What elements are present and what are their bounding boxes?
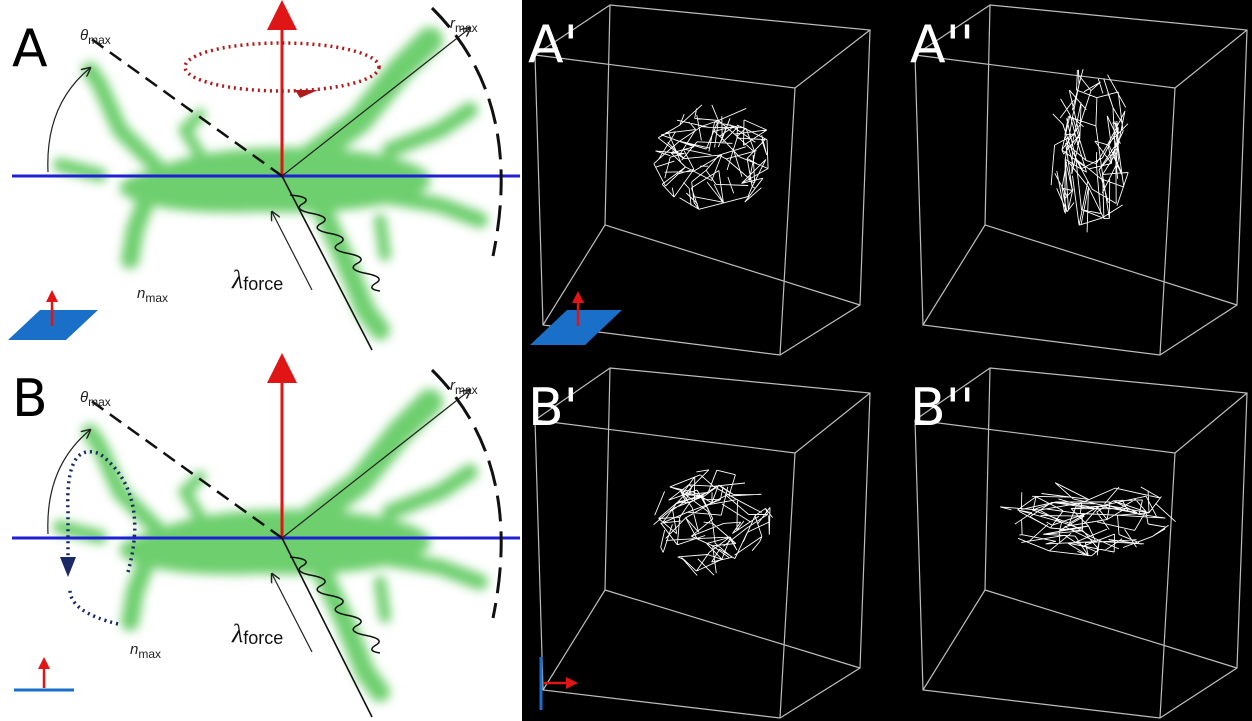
render-background <box>522 0 1252 721</box>
horizontal-plane-with-normal-icon <box>530 291 622 345</box>
panel-label-B-double-prime: B'' <box>910 378 974 438</box>
r-max-arrow <box>281 28 470 177</box>
spring <box>289 194 381 292</box>
wireframe-sphere <box>653 469 773 576</box>
panel-label-B: B <box>12 369 48 429</box>
wireframe-edges <box>1000 482 1176 557</box>
panel-A-double-prime: A'' <box>910 4 1248 356</box>
rotation-ellipse <box>183 41 381 93</box>
rotation-ellipse-lower <box>68 589 119 626</box>
horizontal-plane-with-normal-icon <box>8 290 98 340</box>
theta-max-line <box>89 36 283 178</box>
edge-on-plane-with-normal-icon <box>539 657 578 710</box>
cell-image <box>60 402 480 692</box>
theta-arc <box>47 68 90 173</box>
panel-label-A: A <box>12 19 48 79</box>
panel-B-double-prime: B'' <box>910 367 1248 719</box>
panel-label-A-prime: A' <box>528 15 578 75</box>
edge-on-plane-with-normal-icon <box>14 657 74 692</box>
force-axis <box>281 175 373 351</box>
force-axis <box>281 537 373 718</box>
n-symbol: nmax <box>130 641 161 661</box>
rotation-arrowhead <box>295 90 318 98</box>
rotation-ellipse <box>66 450 137 573</box>
panel-label-B-prime: B' <box>528 378 578 438</box>
panel-A: A θmax rmax nmax λforce <box>8 0 520 351</box>
wireframe-ellipsoid <box>1050 68 1129 233</box>
rotation-arrowhead <box>60 557 76 577</box>
lambda-symbol: λforce <box>231 619 283 648</box>
n-symbol: nmax <box>137 285 168 305</box>
r-symbol: rmax <box>450 377 478 397</box>
panel-A-prime: A' <box>528 4 871 356</box>
spring <box>289 556 381 654</box>
theta-symbol: θmax <box>80 389 111 409</box>
panel-B-prime: B' <box>528 367 871 719</box>
wireframe-edges <box>653 469 773 576</box>
panel-label-A-double-prime: A'' <box>910 15 974 75</box>
bounding-box <box>534 4 871 356</box>
lambda-arrow <box>272 574 313 653</box>
wireframe-edges <box>1050 68 1129 233</box>
wireframe-flat-ellipsoid <box>1000 482 1176 557</box>
theta-symbol: θmax <box>80 27 111 47</box>
r-max-arrow <box>281 390 470 539</box>
r-symbol: rmax <box>450 15 478 35</box>
lambda-symbol: λforce <box>231 265 283 294</box>
bounding-box <box>914 4 1248 356</box>
r-max-boundary <box>430 368 503 619</box>
wireframe-edges <box>653 104 769 210</box>
lambda-arrow <box>272 212 313 291</box>
wireframe-sphere <box>653 104 769 210</box>
theta-arc <box>47 430 90 535</box>
bounding-box <box>534 367 871 719</box>
theta-max-line <box>89 398 283 540</box>
r-max-boundary <box>430 6 503 257</box>
panel-B: B θmax rmax nmax λforce <box>12 353 520 718</box>
bounding-box <box>914 367 1248 719</box>
